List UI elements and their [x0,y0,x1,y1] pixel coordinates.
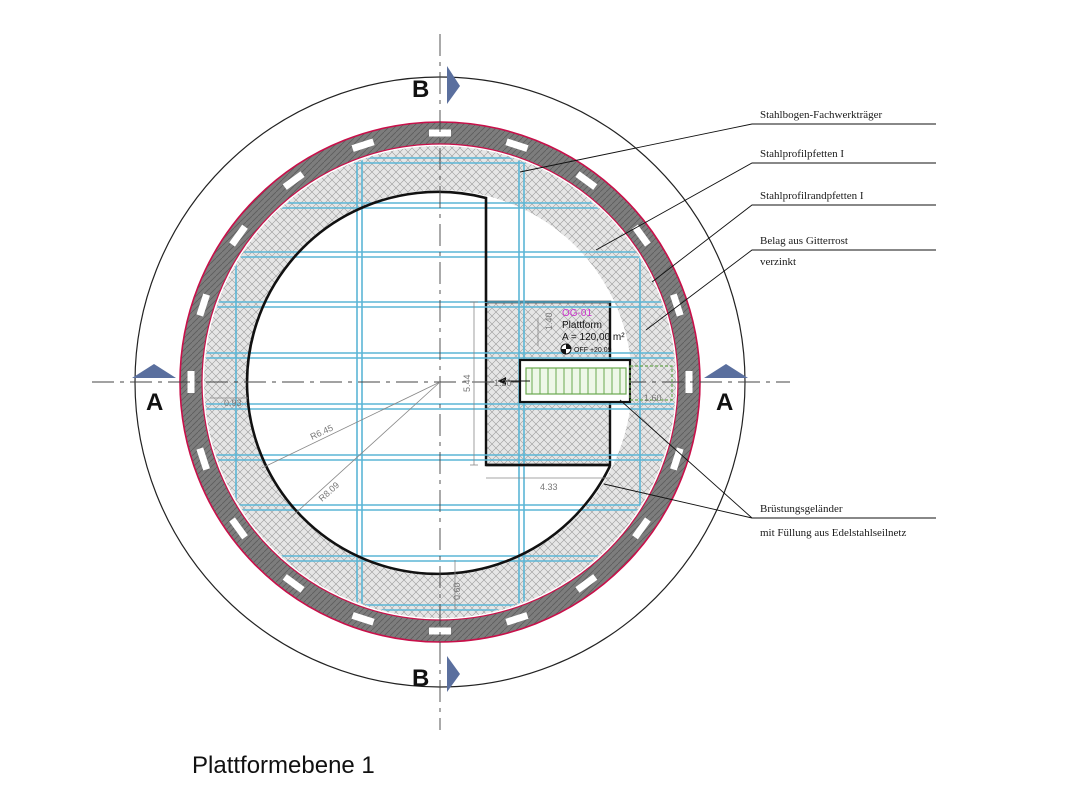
callout-steel-edge-purlins: Stahlprofilrandpfetten I [760,190,864,202]
dim-1-20: 1.20 [494,378,512,388]
truss-joint [429,129,451,137]
truss-joint [196,447,210,471]
truss-joint [229,517,248,540]
room-tag-level: OFF +20.09 [574,347,612,354]
section-marker-a-left: A [132,364,176,416]
svg-text:A: A [146,389,163,416]
dim-5-44: 5.44 [462,374,472,392]
truss-joint [351,138,375,152]
truss-joint [632,517,651,540]
truss-joint [670,293,684,317]
callout-railing: Brüstungsgeländer [760,503,843,515]
truss-joint [575,574,598,593]
section-marker-a-right: A [704,364,748,416]
truss-joint [282,574,305,593]
truss-joint [196,293,210,317]
drawing-title: Plattformebene 1 [192,752,375,779]
dim-1-40: 1.40 [544,312,554,330]
dim-4-33: 4.33 [540,482,558,492]
svg-text:B: B [412,76,429,103]
callout-grating-deck: Belag aus Gitterrost [760,235,848,247]
dimension-lines [210,301,610,610]
truss-joint [670,447,684,471]
truss-joint [505,138,529,152]
callout-railing-infill: mit Füllung aus Edelstahlseilnetz [760,527,906,539]
truss-joint [505,612,529,626]
truss-joint [282,171,305,190]
dim-0-93: 0.93 [224,398,242,408]
callout-galvanized: verzinkt [760,256,796,268]
room-tag-id: OG-01 [562,308,592,319]
room-tag-area: A = 120,00 m² [562,332,625,343]
truss-joint [632,224,651,247]
truss-joint [187,371,195,393]
inner-platform-edge [245,190,612,576]
svg-text:B: B [412,665,429,692]
truss-joint [429,627,451,635]
truss-joint [685,371,693,393]
svg-text:A: A [716,389,733,416]
truss-joint [351,612,375,626]
truss-joints [187,129,693,635]
stair [498,358,673,404]
callout-steel-purlins: Stahlprofilpfetten I [760,148,844,160]
leader-lines [519,123,936,519]
section-marker-b-top: B [412,66,460,104]
dim-1-60: 1.60 [644,393,662,403]
truss-joint [229,224,248,247]
truss-joint [575,171,598,190]
dim-0-60: 0.60 [452,582,462,600]
room-tag-name: Plattform [562,320,602,331]
level-marker-icon [560,343,572,355]
callout-steel-arch-truss: Stahlbogen-Fachwerkträger [760,109,883,121]
section-marker-b-bottom: B [412,656,460,692]
